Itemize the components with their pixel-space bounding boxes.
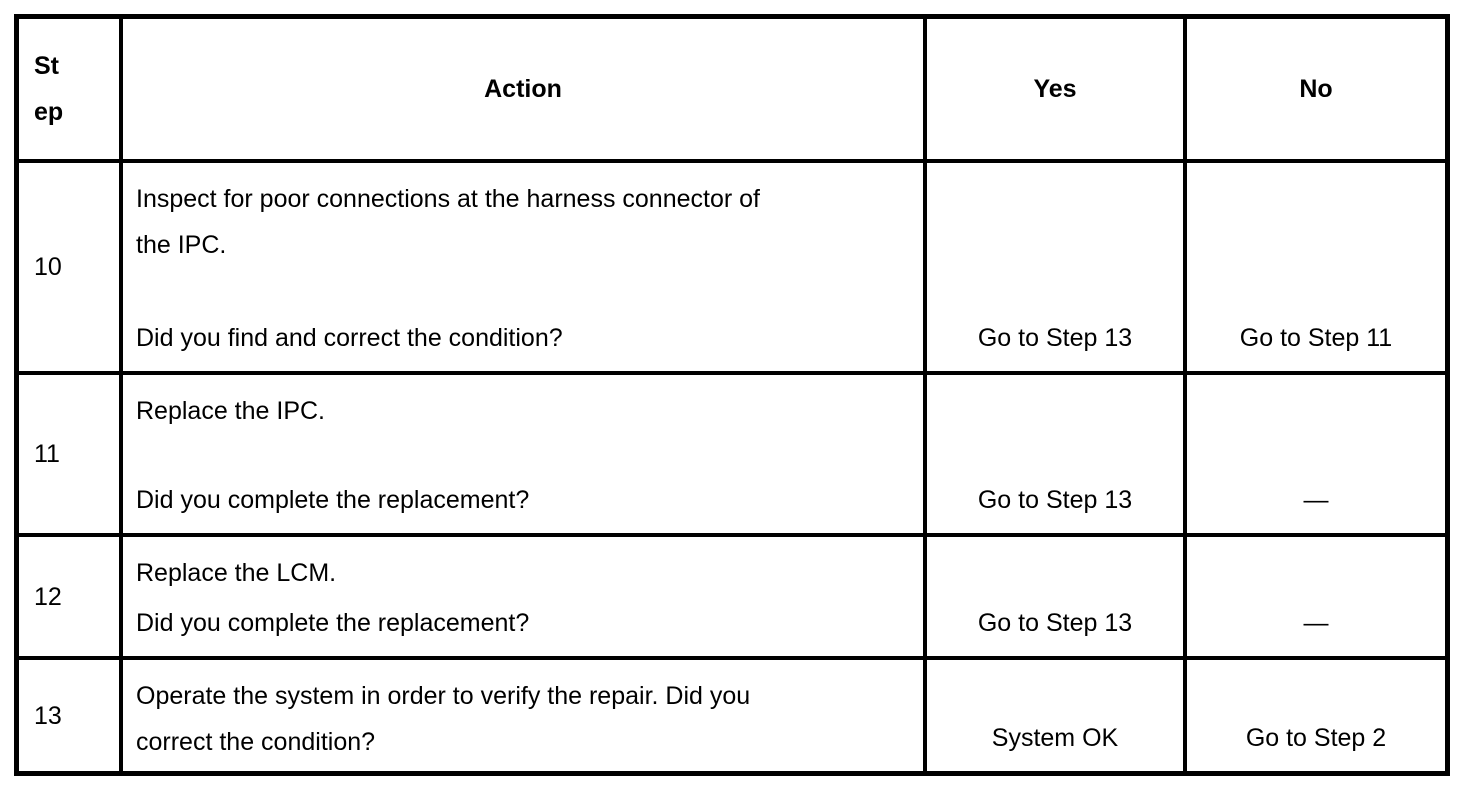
action-cell-12: Replace the LCM. Did you complete the re… bbox=[123, 537, 923, 656]
step-cell-13: 13 bbox=[19, 660, 119, 771]
column-header-step: Step bbox=[19, 19, 119, 159]
step-cell-11: 11 bbox=[19, 375, 119, 533]
yes-cell-11: Go to Step 13 bbox=[927, 375, 1183, 533]
step-cell-10: 10 bbox=[19, 163, 119, 371]
no-cell-13: Go to Step 2 bbox=[1187, 660, 1445, 771]
step-number: 12 bbox=[34, 582, 62, 611]
step-cell-12: 12 bbox=[19, 537, 119, 656]
no-cell-11: — bbox=[1187, 375, 1445, 533]
column-header-no-label: No bbox=[1299, 75, 1333, 103]
no-cell-10: Go to Step 11 bbox=[1187, 163, 1445, 371]
column-header-action: Action bbox=[123, 19, 923, 159]
action-question: Did you find and correct the condition? bbox=[136, 324, 563, 352]
action-cell-11: Replace the IPC. Did you complete the re… bbox=[123, 375, 923, 533]
action-instruction: Replace the IPC. bbox=[136, 397, 325, 425]
yes-value: Go to Step 13 bbox=[977, 324, 1133, 352]
column-header-yes: Yes bbox=[927, 19, 1183, 159]
yes-cell-12: Go to Step 13 bbox=[927, 537, 1183, 656]
action-instruction: Replace the LCM. bbox=[136, 559, 337, 587]
action-question: Did you complete the replacement? bbox=[136, 609, 530, 637]
yes-cell-13: System OK bbox=[927, 660, 1183, 771]
no-value: — bbox=[1303, 486, 1329, 514]
action-instruction: Operate the system in order to verify th… bbox=[136, 682, 751, 756]
column-header-yes-label: Yes bbox=[1033, 75, 1077, 103]
no-value: Go to Step 11 bbox=[1239, 324, 1393, 352]
step-number: 10 bbox=[34, 253, 62, 281]
column-header-no: No bbox=[1187, 19, 1445, 159]
yes-value: Go to Step 13 bbox=[977, 486, 1133, 514]
column-header-step-label: Step bbox=[34, 52, 64, 126]
action-instruction: Inspect for poor connections at the harn… bbox=[136, 185, 760, 259]
column-header-action-label: Action bbox=[484, 75, 562, 103]
yes-value: Go to Step 13 bbox=[977, 609, 1133, 637]
action-question: Did you complete the replacement? bbox=[136, 486, 530, 514]
no-cell-12: — bbox=[1187, 537, 1445, 656]
yes-cell-10: Go to Step 13 bbox=[927, 163, 1183, 371]
diagnostic-table: Step Action Yes No 10 Inspect for poor c… bbox=[14, 14, 1450, 776]
no-value: Go to Step 2 bbox=[1245, 724, 1387, 752]
no-value: — bbox=[1303, 609, 1329, 637]
step-number: 13 bbox=[34, 701, 62, 730]
action-cell-13: Operate the system in order to verify th… bbox=[123, 660, 923, 771]
step-number: 11 bbox=[34, 440, 60, 468]
action-cell-10: Inspect for poor connections at the harn… bbox=[123, 163, 923, 371]
yes-value: System OK bbox=[991, 724, 1119, 752]
